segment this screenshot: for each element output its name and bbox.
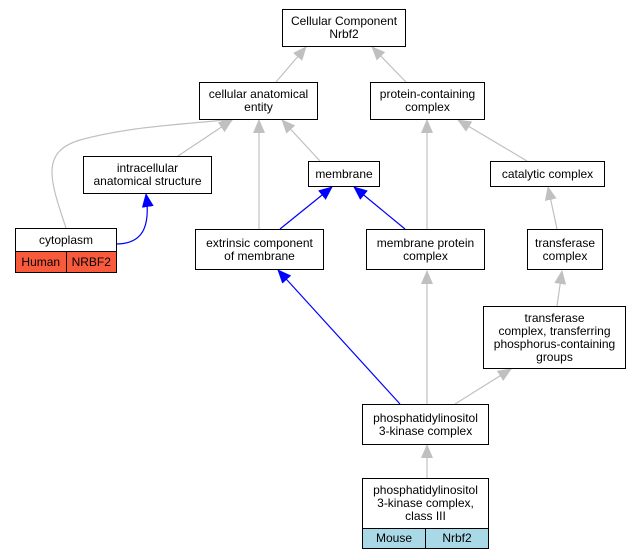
node-label-line: phosphorus-containing <box>493 336 616 351</box>
node-extrinsic-component-of-membrane[interactable]: extrinsic component of membrane <box>195 229 324 270</box>
gene-badge: Nrbf2 <box>425 529 488 548</box>
node-label-line: protein-containing <box>379 87 476 101</box>
node-catalytic-complex[interactable]: catalytic complex <box>490 161 605 187</box>
record-title-line: 3-kinase complex, <box>377 496 474 510</box>
node-label-line: anatomical structure <box>93 174 202 188</box>
edge-pi3k-to-extrinsic-partof <box>277 269 401 405</box>
edge-mpc-to-membrane-partof <box>353 186 406 230</box>
edge-cytoplasm-to-ias-partof <box>115 193 154 245</box>
species-badge-mouse: Mouse <box>363 529 425 548</box>
edge-ias-to-cae <box>177 119 233 157</box>
node-label-line: cellular anatomical <box>208 87 309 101</box>
node-protein-containing-complex[interactable]: protein-containing complex <box>370 82 485 120</box>
node-label-line: complex <box>403 248 448 263</box>
node-transferase-complex[interactable]: transferase complex <box>527 229 603 270</box>
record-title: cytoplasm <box>16 229 116 252</box>
edge-pcc-to-root <box>371 46 407 83</box>
species-badge-human: Human <box>16 252 66 272</box>
record-title-line: class III <box>405 509 446 523</box>
node-label-line: phosphatidylinositol <box>373 410 478 425</box>
node-label-line: complex <box>405 100 450 114</box>
edge-cytoplasm-to-cae <box>51 114 235 229</box>
record-cytoplasm[interactable]: cytoplasm Human NRBF2 <box>15 228 117 273</box>
node-cellular-anatomical-entity[interactable]: cellular anatomical entity <box>199 82 318 120</box>
node-label-line: of membrane <box>224 248 295 263</box>
node-label-line: transferase <box>524 310 585 325</box>
node-label-line: extrinsic component <box>206 235 313 250</box>
node-label-line: 3-kinase complex <box>378 423 473 438</box>
node-transferase-complex-phosphorus[interactable]: transferase complex, transferring phosph… <box>483 306 626 369</box>
node-membrane[interactable]: membrane <box>308 161 380 187</box>
edge-cae-to-root <box>275 46 307 83</box>
node-label-line: membrane protein <box>376 235 475 250</box>
edge-pi3k-to-tcphospho <box>454 368 512 405</box>
node-membrane-protein-complex[interactable]: membrane protein complex <box>366 229 485 270</box>
node-label-line: intracellular <box>116 161 179 175</box>
record-pi3k-class-iii[interactable]: phosphatidylinositol 3-kinase complex, c… <box>362 478 489 549</box>
edge-tcphospho-to-transferase <box>554 270 567 307</box>
node-label-line: groups <box>536 349 573 364</box>
edge-membrane-to-cae <box>281 119 321 162</box>
node-label-line: complex, transferring <box>498 323 611 338</box>
node-label-line: entity <box>244 100 273 114</box>
node-label-line: Cellular Component <box>290 14 398 28</box>
node-label-line: complex <box>542 248 588 263</box>
record-title: phosphatidylinositol 3-kinase complex, c… <box>363 479 488 529</box>
edge-transferase-to-catalytic <box>544 186 558 230</box>
node-phosphatidylinositol-3-kinase-complex[interactable]: phosphatidylinositol 3-kinase complex <box>362 404 489 445</box>
node-label-line: transferase <box>534 235 596 250</box>
record-title-line: phosphatidylinositol <box>373 483 478 497</box>
node-label-line: membrane <box>315 166 373 181</box>
gene-badge: NRBF2 <box>65 252 116 272</box>
edge-extrinsic-to-membrane-partof <box>279 186 333 230</box>
node-cellular-component-root[interactable]: Cellular Component Nrbf2 <box>282 9 406 47</box>
node-intracellular-anatomical-structure[interactable]: intracellular anatomical structure <box>83 156 212 194</box>
node-label-line: catalytic complex <box>501 166 594 181</box>
record-title-line: cytoplasm <box>38 232 94 247</box>
edge-catalytic-to-pcc <box>457 119 528 162</box>
node-label-line: Nrbf2 <box>329 27 359 41</box>
